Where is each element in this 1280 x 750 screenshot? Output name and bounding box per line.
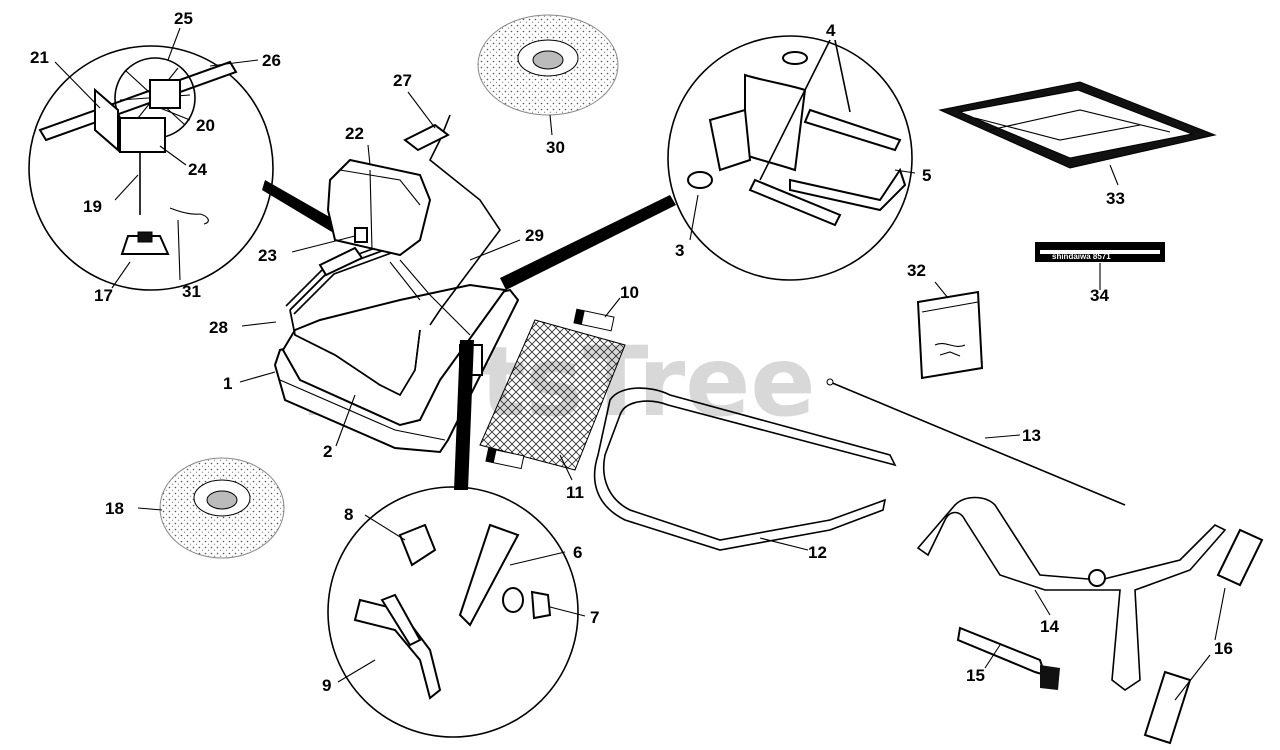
tire-18 — [159, 457, 285, 559]
callout-3: 3 — [675, 241, 684, 260]
callout-15: 15 — [966, 666, 985, 685]
detail-circle-brackets — [667, 35, 913, 281]
callout-21: 21 — [30, 48, 49, 67]
callout-16: 16 — [1214, 639, 1233, 658]
callout-32: 32 — [907, 261, 926, 280]
grips-16 — [1143, 528, 1264, 745]
parts-bag-32 — [916, 290, 984, 380]
callout-22: 22 — [345, 124, 364, 143]
handle-14 — [916, 496, 1227, 691]
callout-8: 8 — [344, 505, 353, 524]
callout-2: 2 — [323, 442, 332, 461]
callout-28: 28 — [209, 318, 228, 337]
callout-25: 25 — [174, 9, 193, 28]
detail-circle-agitator — [327, 486, 579, 738]
callout-30: 30 — [546, 138, 565, 157]
detail-pointer — [454, 340, 474, 490]
leader-lines — [54, 27, 1226, 701]
lever-15 — [956, 626, 1060, 690]
screen-mesh-11 — [479, 319, 626, 471]
callout-13: 13 — [1022, 426, 1041, 445]
detail-pointer — [262, 180, 335, 232]
callout-29: 29 — [525, 226, 544, 245]
callout-5: 5 — [922, 166, 931, 185]
callout-26: 26 — [262, 51, 281, 70]
callout-34: 34 — [1090, 286, 1109, 305]
callout-20: 20 — [196, 116, 215, 135]
callout-24: 24 — [188, 160, 207, 179]
callout-19: 19 — [83, 197, 102, 216]
callout-27: 27 — [393, 71, 412, 90]
detail-pointer — [500, 195, 676, 290]
callout-17: 17 — [94, 286, 113, 305]
callout-18: 18 — [105, 499, 124, 518]
tire-30 — [477, 14, 619, 116]
callout-11: 11 — [566, 483, 584, 502]
callout-6: 6 — [573, 543, 582, 562]
callout-23: 23 — [258, 246, 277, 265]
callout-9: 9 — [322, 676, 331, 695]
rod-13 — [826, 378, 1126, 506]
decal-34: shindaiwa 8571 — [1035, 242, 1165, 262]
hopper-cover-33 — [938, 81, 1217, 169]
frame-12 — [593, 387, 897, 551]
callout-33: 33 — [1106, 189, 1125, 208]
callout-labels: 1 2 3 4 5 6 7 8 9 10 11 12 13 14 15 16 1… — [30, 9, 1233, 695]
detail-circle-gear-assembly — [28, 45, 274, 291]
callout-14: 14 — [1040, 617, 1059, 636]
callout-12: 12 — [808, 543, 827, 562]
callout-31: 31 — [182, 282, 201, 301]
svg-text:shindaiwa 8571: shindaiwa 8571 — [1052, 252, 1111, 261]
callout-4: 4 — [826, 21, 836, 40]
callout-7: 7 — [590, 608, 599, 627]
callout-1: 1 — [223, 374, 232, 393]
callout-10: 10 — [620, 283, 639, 302]
